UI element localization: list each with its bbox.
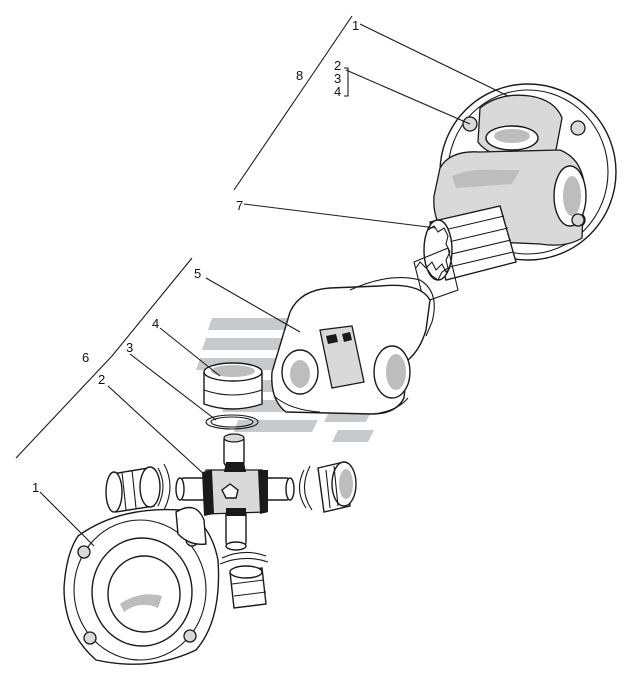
bearing-cup-right <box>317 461 357 513</box>
callout-bottom-1: 1 <box>32 480 39 495</box>
snap-ring-right <box>298 465 313 511</box>
callout-top-2: 2 <box>334 58 341 73</box>
callout-mid-2: 2 <box>98 372 105 387</box>
snap-ring-lower <box>219 551 269 565</box>
bearing-cup-left <box>105 466 161 513</box>
callout-top-4: 4 <box>334 84 341 99</box>
leader-lines <box>15 15 509 547</box>
bottom-flange-yoke <box>63 506 220 665</box>
bearing-cup-upper <box>203 362 263 410</box>
slip-yoke <box>271 277 435 415</box>
callout-top-1: 1 <box>352 18 359 33</box>
callout-mid-3: 3 <box>126 340 133 355</box>
top-flange-yoke <box>413 83 617 303</box>
cross-spider <box>175 433 295 551</box>
bolt-hole <box>77 545 91 559</box>
callout-mid-4: 4 <box>152 316 159 331</box>
callout-mid-5: 5 <box>194 266 201 281</box>
bolt-hole <box>570 120 586 136</box>
callout-top-8: 8 <box>296 68 303 83</box>
callout-mid-6: 6 <box>82 350 89 365</box>
bolt-hole <box>183 629 197 643</box>
bolt-hole <box>83 631 97 645</box>
grease-fitting <box>221 483 239 499</box>
bearing-cup-lower <box>229 565 267 609</box>
snap-ring-left <box>157 463 171 511</box>
callout-top-3: 3 <box>334 71 341 86</box>
snap-ring-upper <box>205 414 259 430</box>
callout-top-7: 7 <box>236 198 243 213</box>
